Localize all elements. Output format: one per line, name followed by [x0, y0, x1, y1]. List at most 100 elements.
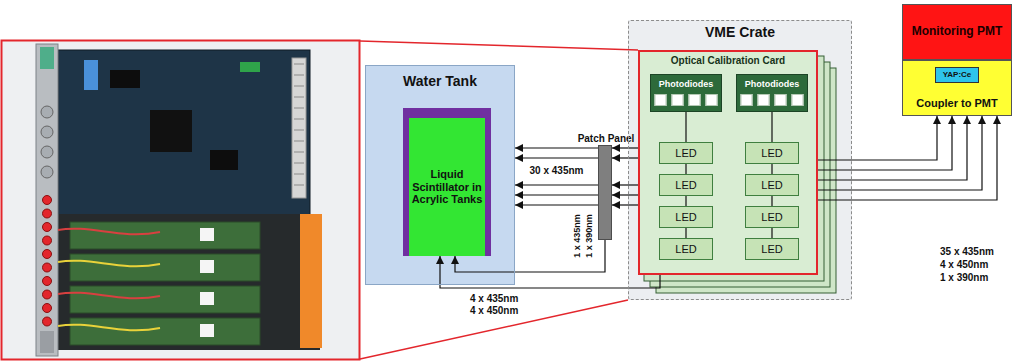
board-tag	[200, 292, 214, 305]
connector-pin	[294, 130, 304, 131]
optical-port	[43, 317, 52, 326]
daughter-board	[70, 222, 260, 249]
optical-port	[43, 290, 52, 299]
text-holder: LED	[746, 175, 798, 195]
connector	[440, 256, 660, 288]
connector	[685, 196, 686, 206]
text-holder: LED	[660, 239, 712, 259]
fibre-line	[612, 194, 638, 195]
text-holder: LED	[660, 143, 712, 163]
connector-pin	[294, 152, 304, 153]
chip	[110, 70, 140, 88]
text-holder: LED	[660, 207, 712, 227]
board-tag	[200, 228, 214, 241]
connector-pin	[294, 185, 304, 186]
node-label: Water Tank	[403, 73, 477, 89]
bnc-connector	[41, 126, 53, 138]
node-label: Liquid Scintillator in Acrylic Tanks	[411, 168, 483, 206]
chip	[210, 150, 238, 170]
connector	[771, 164, 772, 174]
emitter-box: LED	[745, 206, 799, 228]
board-tag	[200, 260, 214, 273]
photo-ground	[2, 41, 359, 359]
fibre-count: 1 x 390nm	[584, 214, 595, 258]
connector	[685, 228, 686, 238]
emitter-box: LED	[745, 238, 799, 260]
fibre-line	[515, 157, 598, 158]
fibre-count: 35 x 435nm	[940, 246, 994, 258]
node-label: LED	[761, 179, 782, 192]
text-holder: Liquid Scintillator in Acrylic Tanks	[409, 118, 485, 256]
connector	[685, 164, 686, 174]
zoom-frame	[2, 41, 360, 360]
node-label: VME Crate	[705, 24, 775, 40]
node-label: LED	[675, 179, 696, 192]
zoom-line	[360, 300, 628, 359]
fibre-bundle	[515, 116, 997, 205]
board-tag	[200, 324, 214, 337]
photodiode-block: Photodiodes	[736, 74, 808, 112]
sensor-square	[689, 94, 701, 106]
ribbon-connector	[300, 214, 322, 348]
fibre-line	[515, 204, 598, 205]
fibre-line	[515, 147, 598, 148]
optical-port	[43, 263, 52, 272]
cable	[58, 229, 160, 235]
crate-region: VME CrateOptical Calibration CardPhotodi…	[628, 20, 852, 300]
node-label: YAP:Ce	[943, 70, 972, 79]
emitter-box: LED	[745, 142, 799, 164]
region-fills	[365, 20, 852, 300]
card-photo	[2, 41, 360, 360]
switch	[84, 60, 98, 90]
fibre-count: 30 x 435nm	[528, 165, 586, 177]
tank-fill	[365, 65, 515, 285]
bnc-connector	[41, 166, 53, 178]
node-label: Photodiodes	[745, 79, 800, 89]
node-label: Patch Panel	[578, 133, 635, 145]
daughter-board	[70, 286, 260, 313]
connector-pin	[294, 119, 304, 120]
coupler-block: Coupler to PMTYAP:Ce	[902, 60, 1012, 116]
optical-port	[43, 277, 52, 286]
cable	[58, 261, 160, 267]
node-label: Monitoring PMT	[912, 25, 1003, 39]
emitter-box: LED	[659, 142, 713, 164]
node-label: LED	[761, 211, 782, 224]
node-label: Optical Calibration Card	[671, 55, 785, 67]
fibre-line	[818, 116, 997, 200]
text-holder: Patch Panel	[577, 116, 635, 144]
monitor-tube: Monitoring PMT	[902, 4, 1012, 60]
chip	[150, 110, 192, 152]
sensor-row	[741, 94, 804, 106]
daughter-board	[70, 254, 260, 281]
connector	[515, 184, 598, 185]
node-label: Photodiodes	[659, 79, 714, 89]
text-holder: LED	[746, 143, 798, 163]
fibre-line	[818, 116, 967, 180]
scintillator-vessel: Liquid Scintillator in Acrylic Tanks	[403, 108, 491, 256]
fibre-line	[612, 204, 638, 205]
cable	[58, 293, 160, 299]
connector-pin	[294, 163, 304, 164]
connector-pin	[294, 75, 304, 76]
node-label: LED	[675, 211, 696, 224]
optical-port	[43, 304, 52, 313]
connector-pin	[294, 108, 304, 109]
fibre-line	[515, 194, 598, 195]
fibre-count: 1 x 435nm	[572, 214, 583, 258]
panel-handle	[40, 47, 54, 69]
sensor-square	[672, 94, 684, 106]
text-holder: YAP:Ce	[936, 68, 978, 82]
sensor-square	[741, 94, 753, 106]
connector	[771, 112, 772, 142]
bnc-connector	[41, 146, 53, 158]
sensor-square	[655, 94, 667, 106]
connector-pin	[294, 86, 304, 87]
node-label: LED	[675, 243, 696, 256]
calibration-card: Optical Calibration CardPhotodiodes Photo…	[638, 50, 818, 275]
zoom-lines	[360, 41, 638, 359]
front-panel	[36, 44, 58, 356]
daughter-board	[70, 318, 260, 345]
text-holder: Monitoring PMT	[903, 5, 1011, 59]
sensor-square	[706, 94, 718, 106]
